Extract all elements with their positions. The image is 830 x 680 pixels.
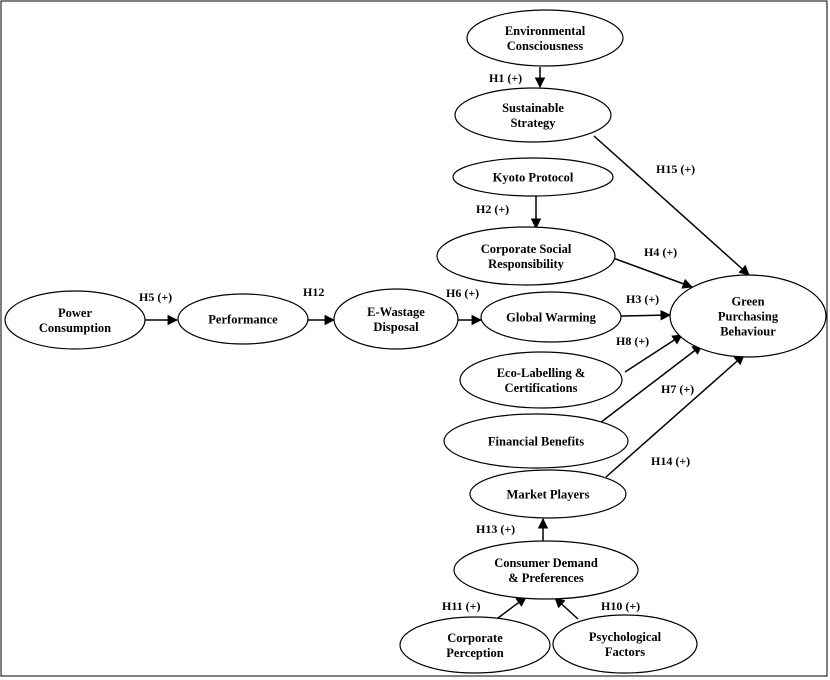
node-corpp-label-line-2: Perception — [446, 646, 503, 660]
edge-label-h7: H7 (+) — [661, 382, 694, 396]
node-csr-label-line-2: Responsibility — [488, 257, 564, 271]
node-ewaste-label-line-2: Disposal — [373, 320, 419, 334]
node-perf: Performance — [177, 293, 309, 345]
edge-mkt-to-green-arrow — [605, 354, 745, 478]
node-ewaste-label-line-1: E-Wastage — [367, 305, 425, 319]
node-cdp-ellipse — [453, 540, 639, 600]
node-eco: Eco-Labelling &Certifications — [459, 351, 623, 409]
edge-sus-to-green-arrow — [593, 135, 750, 276]
edge-label-h15: H15 (+) — [656, 162, 695, 176]
edge-labels-layer: H1 (+) H15 (+) H2 (+) H4 (+) H5 (+) H12 H6 (+)… — [139, 71, 695, 613]
edges-layer — [145, 67, 750, 620]
edge-fin-to-green-arrow — [599, 344, 703, 424]
node-csr-ellipse — [436, 226, 616, 286]
node-csr-label-line-1: Corporate Social — [481, 242, 572, 256]
node-power-label-line-1: Power — [58, 306, 92, 320]
node-corpp-ellipse — [399, 616, 551, 674]
node-mkt-ellipse — [469, 469, 627, 519]
edge-label-h3: H3 (+) — [626, 292, 659, 306]
node-cdp: Consumer Demand& Preferences — [453, 540, 639, 600]
node-power-label-line-2: Consumption — [39, 321, 111, 335]
node-gw: Global Warming — [480, 291, 622, 343]
node-env-label-line-1: Environmental — [505, 24, 586, 38]
edge-psy-to-cdp-arrow — [554, 597, 579, 620]
edge-label-h14: H14 (+) — [651, 454, 690, 468]
edge-label-h11: H11 (+) — [442, 599, 481, 613]
edge-label-h6: H6 (+) — [446, 286, 479, 300]
node-fin: Financial Benefits — [443, 413, 629, 469]
node-cdp-label-line-1: Consumer Demand — [494, 556, 598, 570]
edge-label-h4: H4 (+) — [644, 245, 677, 259]
edge-label-h2: H2 (+) — [476, 202, 509, 216]
node-psy-ellipse — [552, 614, 698, 674]
edge-label-h13: H13 (+) — [476, 522, 515, 536]
edge-label-h12: H12 — [303, 285, 324, 299]
node-ewaste-ellipse — [333, 288, 459, 350]
node-power-ellipse — [4, 290, 146, 350]
node-corpp-label-line-1: Corporate — [447, 631, 503, 645]
node-green-ellipse — [669, 274, 827, 358]
node-sus-label-line-1: Sustainable — [502, 101, 564, 115]
edge-corpp-to-cdp-arrow — [497, 596, 527, 619]
node-kyoto-label-line-1: Kyoto Protocol — [493, 171, 574, 185]
node-cdp-label-line-2: & Preferences — [508, 571, 584, 585]
node-mkt-label-line-1: Market Players — [507, 488, 590, 502]
node-kyoto: Kyoto Protocol — [452, 157, 614, 197]
edge-gw-to-green-arrow — [620, 309, 672, 321]
edge-eco-to-green-arrow — [624, 334, 683, 373]
node-fin-label-line-1: Financial Benefits — [488, 435, 584, 449]
node-green-label-line-3: Behaviour — [720, 325, 776, 339]
edge-label-h5: H5 (+) — [139, 290, 172, 304]
node-green-label-line-1: Green — [731, 295, 764, 309]
node-eco-label-line-2: Certifications — [505, 381, 578, 395]
node-green-label-line-2: Purchasing — [718, 310, 779, 324]
node-env-label-line-2: Consciousness — [507, 39, 584, 53]
node-kyoto-ellipse — [452, 157, 614, 197]
node-psy-label-line-1: Psychological — [589, 630, 662, 644]
edge-csr-to-green-arrow — [612, 257, 693, 289]
edge-label-h8: H8 (+) — [616, 334, 649, 348]
edge-label-h1: H1 (+) — [489, 71, 522, 85]
node-gw-ellipse — [480, 291, 622, 343]
node-perf-ellipse — [177, 293, 309, 345]
node-env-ellipse — [466, 9, 624, 67]
node-gw-label-line-1: Global Warming — [506, 311, 596, 325]
node-sus-ellipse — [454, 87, 612, 143]
node-eco-ellipse — [459, 351, 623, 409]
node-eco-label-line-1: Eco-Labelling & — [497, 366, 586, 380]
edge-label-h10: H10 (+) — [601, 599, 640, 613]
node-sus-label-line-2: Strategy — [510, 116, 556, 130]
node-perf-label-line-1: Performance — [208, 313, 278, 327]
nodes-layer: EnvironmentalConsciousnessSustainableStr… — [4, 9, 827, 674]
node-fin-ellipse — [443, 413, 629, 469]
node-mkt: Market Players — [469, 469, 627, 519]
node-psy-label-line-2: Factors — [605, 645, 645, 659]
